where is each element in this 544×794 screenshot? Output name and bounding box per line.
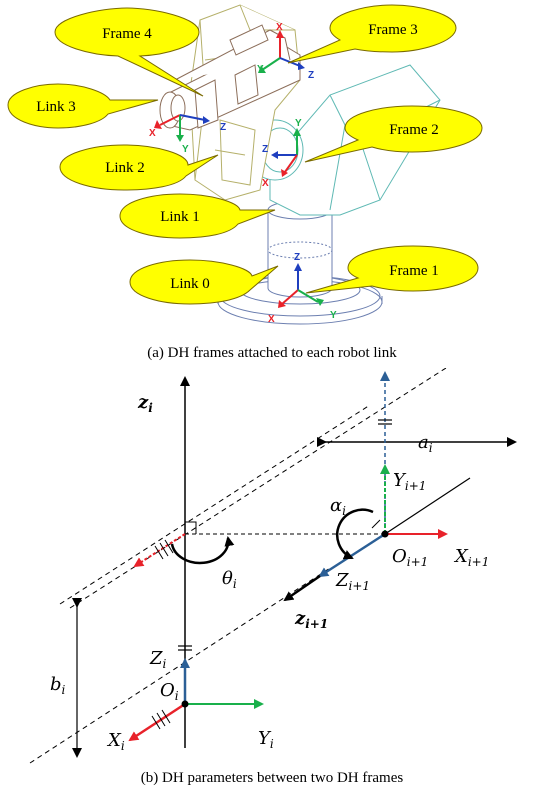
callout-link-2: Link 2 — [59, 144, 219, 191]
label-Y-i1: Yi+1 — [393, 470, 426, 493]
svg-text:Z: Z — [220, 122, 226, 133]
svg-text:Y: Y — [330, 310, 337, 321]
label-b-i: bi — [50, 674, 66, 697]
label-z-i1-bold: zi+1 — [294, 608, 328, 631]
callout-link-1: Link 1 — [119, 193, 276, 239]
theta-rotation-arrow — [170, 536, 235, 565]
label-a-i: ai — [418, 432, 433, 455]
hatch-mark-upper — [154, 539, 174, 560]
svg-text:X: X — [262, 178, 269, 189]
svg-text:Z: Z — [308, 70, 314, 81]
label-alpha-i: αi — [330, 495, 346, 518]
label-O-i: Oi — [160, 680, 179, 703]
callout-frame-2: Frame 2 — [304, 105, 483, 163]
label-X-i: Xi — [106, 730, 125, 753]
svg-text:Frame 1: Frame 1 — [389, 263, 439, 279]
svg-text:Link 1: Link 1 — [160, 209, 200, 225]
label-z-i-bold: zi — [137, 392, 153, 415]
svg-text:Link 0: Link 0 — [170, 276, 210, 292]
callout-link-0: Link 0 — [129, 259, 279, 305]
label-Y-i: Yi — [258, 728, 274, 751]
alpha-rotation-arrow — [335, 508, 374, 560]
origin-i-dot — [181, 700, 189, 708]
callout-frame-4: Frame 4 — [54, 7, 204, 97]
label-O-i1: Oi+1 — [392, 546, 428, 569]
svg-text:Y: Y — [257, 64, 264, 75]
double-tick-lower — [178, 645, 192, 651]
label-Z-i1: Zi+1 — [335, 570, 370, 593]
label-X-i1: Xi+1 — [453, 546, 489, 569]
svg-text:X: X — [268, 314, 275, 325]
frame-1-axes: Z X Y — [268, 252, 337, 325]
label-theta-i: θi — [222, 568, 237, 591]
lower-plane-line — [29, 567, 331, 764]
svg-text:X: X — [276, 22, 283, 33]
callout-frame-1: Frame 1 — [305, 245, 479, 294]
svg-text:Link 3: Link 3 — [36, 99, 76, 115]
label-Z-i: Zi — [149, 648, 167, 671]
robot-arm-illustration: X Y Z X Y Z Y Z X Z X Y — [7, 4, 483, 325]
svg-text:Y: Y — [182, 144, 189, 155]
svg-text:Frame 4: Frame 4 — [102, 26, 152, 42]
z-i1-bold-axis — [283, 574, 321, 602]
origin-i1-dot — [381, 530, 389, 538]
right-angle-mark — [185, 521, 197, 534]
hatch-mark-lower — [151, 709, 171, 730]
callout-frame-3: Frame 3 — [287, 4, 457, 64]
upper-plane-line — [69, 368, 447, 609]
dh-parameters-diagram: zi ai Yi+1 αi Oi+1 Xi+1 θi Zi+1 zi+1 Zi … — [29, 368, 517, 764]
svg-text:Frame 2: Frame 2 — [389, 122, 439, 138]
link-3-body — [159, 24, 301, 131]
svg-text:X: X — [149, 128, 156, 139]
z-i1-upper-extension — [384, 477, 471, 535]
svg-text:Y: Y — [295, 118, 302, 129]
z-i1-axis — [318, 532, 386, 578]
alpha-angle-mark — [371, 519, 381, 529]
svg-text:Frame 3: Frame 3 — [368, 22, 418, 38]
caption-figure-a: (a) DH frames attached to each robot lin… — [147, 345, 397, 361]
frame-4-axes: X Y Z — [149, 114, 226, 155]
callout-link-3: Link 3 — [7, 83, 159, 129]
frame-2-axes: Y Z X — [262, 118, 302, 189]
x-i-axis — [128, 702, 186, 742]
svg-text:Z: Z — [294, 252, 300, 263]
svg-text:Link 2: Link 2 — [105, 160, 145, 176]
double-tick-upper — [378, 419, 392, 425]
svg-text:Z: Z — [262, 144, 268, 155]
caption-figure-b: (b) DH parameters between two DH frames — [140, 770, 404, 786]
